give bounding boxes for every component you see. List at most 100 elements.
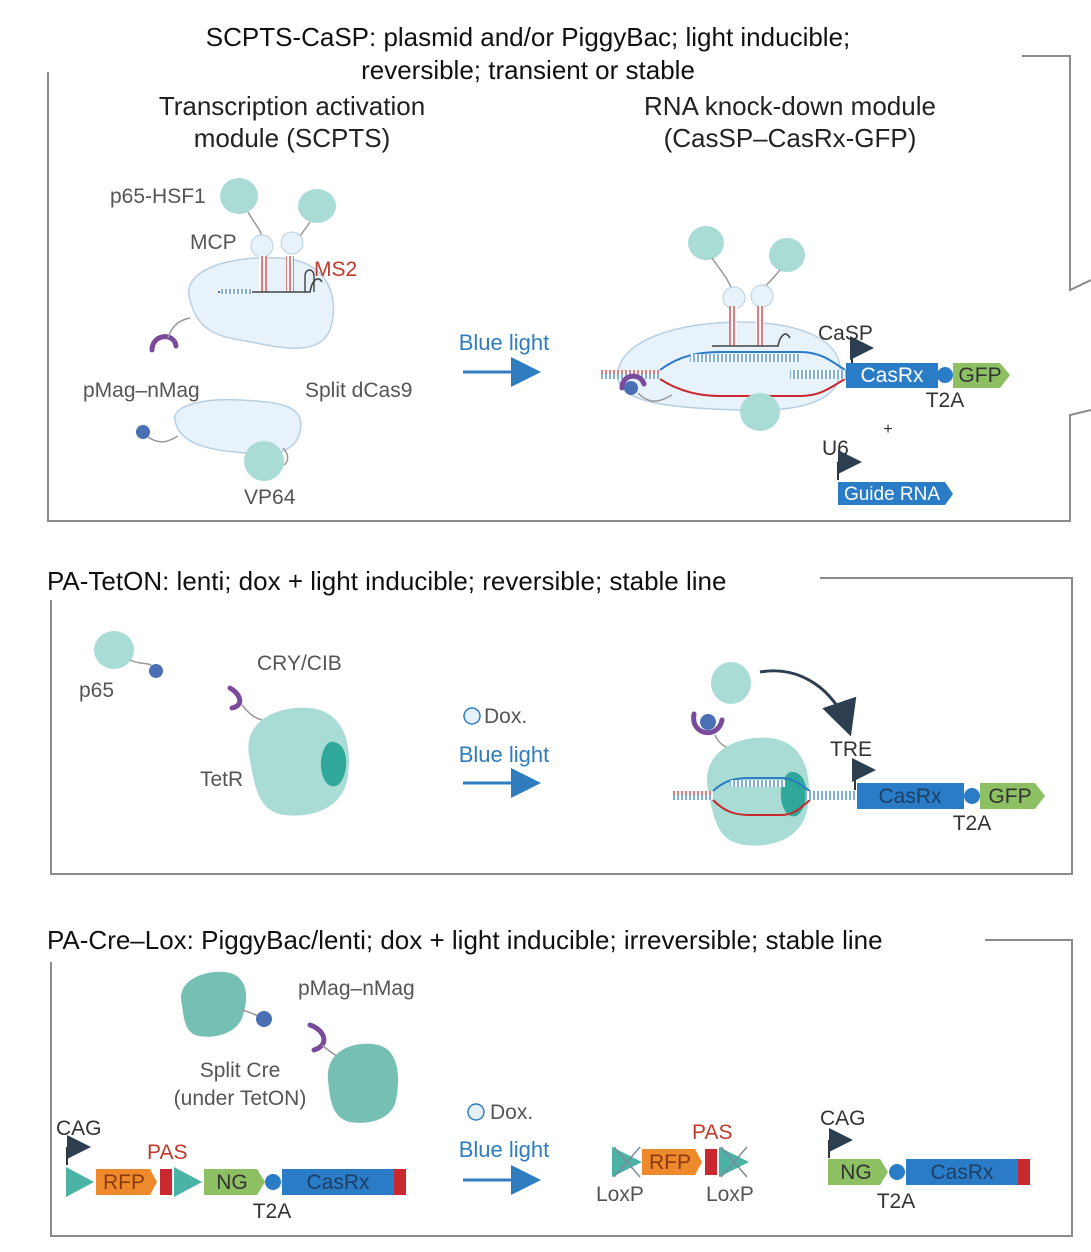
tetr-dna-binding-site bbox=[320, 741, 347, 787]
scpts-complex-illustration bbox=[136, 178, 336, 481]
ms2-stem-right bbox=[286, 256, 294, 292]
casrx-gene-3: CasRx bbox=[282, 1169, 394, 1195]
panel1-frame-left bbox=[47, 72, 1091, 522]
pas-block-left bbox=[160, 1169, 172, 1195]
pmag-icon-3 bbox=[307, 1022, 327, 1053]
nmag-icon bbox=[136, 425, 150, 439]
casrx-label-1: CasRx bbox=[860, 364, 924, 387]
label-mcp: MCP bbox=[190, 231, 237, 254]
recruitment-arrow bbox=[759, 669, 857, 737]
panel2-frame bbox=[50, 577, 1073, 875]
label-pas-excised: PAS bbox=[692, 1121, 732, 1144]
cry-icon bbox=[227, 685, 243, 711]
ng-label-right: NG bbox=[840, 1161, 872, 1184]
label-dox-2: Dox. bbox=[490, 1101, 533, 1124]
label-pmag-nmag: pMag–nMag bbox=[83, 379, 200, 402]
label-cry-cib: CRY/CIB bbox=[257, 652, 342, 675]
panel-scpts-casp: SCPTS-CaSP: plasmid and/or PiggyBac; lig… bbox=[47, 22, 1091, 522]
panel3-frame bbox=[50, 939, 1073, 1237]
label-blue-light-1: Blue light bbox=[459, 330, 550, 355]
gfp-gene-2: GFP bbox=[980, 783, 1045, 809]
p65-hsf1-blob-left bbox=[220, 178, 258, 214]
p65-blob bbox=[94, 631, 134, 669]
t2a-label-4: T2A bbox=[877, 1190, 916, 1213]
gfp-label-2: GFP bbox=[988, 785, 1031, 808]
dox-icon-1 bbox=[463, 707, 481, 725]
rfp-label-excised: RFP bbox=[649, 1151, 691, 1174]
panel3-title: PA-Cre–Lox: PiggyBac/lenti; dox + light … bbox=[47, 925, 883, 955]
label-tetr: TetR bbox=[200, 768, 243, 791]
casrx-gene-4: CasRx bbox=[906, 1159, 1018, 1185]
guide-rna-gene: Guide RNA bbox=[838, 482, 953, 505]
label-casp: CaSP bbox=[818, 322, 873, 345]
label-loxp-left: LoxP bbox=[596, 1183, 644, 1206]
casrx-label-2: CasRx bbox=[878, 785, 942, 808]
p65-hsf1-blob-right bbox=[298, 189, 336, 223]
casp-bound-complex-illustration bbox=[600, 226, 874, 431]
label-blue-light-2: Blue light bbox=[459, 742, 550, 767]
nmag-dot-3 bbox=[256, 1011, 272, 1027]
panel-pa-cre-lox: PA-Cre–Lox: PiggyBac/lenti; dox + light … bbox=[47, 925, 1073, 1237]
left-module-header-line2: module (SCPTS) bbox=[194, 123, 391, 153]
ng-gene-left: NG bbox=[204, 1169, 265, 1195]
label-p65: p65 bbox=[79, 679, 114, 702]
label-split-cre-line1: Split Cre bbox=[200, 1059, 281, 1082]
panel-pa-teton: PA-TetON: lenti; dox + light inducible; … bbox=[47, 566, 1073, 875]
dna-bubble-top bbox=[659, 351, 846, 371]
label-vp64: VP64 bbox=[244, 486, 296, 509]
split-cre-n-blob bbox=[180, 971, 247, 1037]
excised-cassette-illustration bbox=[612, 1146, 749, 1178]
pas-block-end-right bbox=[1018, 1159, 1030, 1185]
rfp-gene-left: RFP bbox=[96, 1169, 157, 1195]
t2a-label-1: T2A bbox=[926, 389, 965, 412]
right-module-header-line2: (CasSP–CasRx-GFP) bbox=[664, 123, 917, 153]
mcp-blob-left bbox=[250, 234, 274, 258]
casrx-gene-1: CasRx bbox=[846, 363, 938, 388]
pas-block-end-left bbox=[394, 1169, 406, 1195]
label-loxp-right: LoxP bbox=[706, 1183, 754, 1206]
label-split-cre-line2: (under TetON) bbox=[174, 1087, 307, 1110]
label-p65-hsf1: p65-HSF1 bbox=[110, 185, 206, 208]
left-module-header-line1: Transcription activation bbox=[159, 91, 425, 121]
t2a-dot-4 bbox=[889, 1164, 905, 1180]
label-blue-light-3: Blue light bbox=[459, 1137, 550, 1162]
dcas9-n-terminal-shape bbox=[187, 256, 335, 349]
panel2-title: PA-TetON: lenti; dox + light inducible; … bbox=[47, 566, 726, 596]
label-cag-right: CAG bbox=[820, 1107, 866, 1130]
t2a-label-3: T2A bbox=[253, 1200, 292, 1223]
casrx-gene-2: CasRx bbox=[857, 783, 964, 809]
tetr-blob bbox=[248, 707, 350, 816]
label-pas-left: PAS bbox=[147, 1141, 187, 1164]
gfp-label-1: GFP bbox=[958, 364, 1001, 387]
right-module-header-line1: RNA knock-down module bbox=[644, 91, 936, 121]
label-split-dcas9: Split dCas9 bbox=[305, 379, 412, 402]
tre-bound-complex-illustration bbox=[673, 662, 876, 846]
dox-icon-2 bbox=[467, 1103, 485, 1121]
mcp-blob-right bbox=[280, 231, 304, 255]
t2a-dot-3 bbox=[265, 1174, 281, 1190]
cib-dot bbox=[149, 664, 163, 678]
ms2-stem-left bbox=[259, 256, 267, 292]
label-cag-left: CAG bbox=[56, 1117, 102, 1140]
ng-label-left: NG bbox=[216, 1171, 248, 1194]
ng-gene-right: NG bbox=[828, 1159, 888, 1185]
t2a-dot-2 bbox=[964, 788, 980, 804]
casrx-label-4: CasRx bbox=[930, 1161, 994, 1184]
plus-sign: + bbox=[883, 421, 892, 438]
dna-bubble-bottom bbox=[659, 378, 846, 397]
label-tre: TRE bbox=[830, 738, 872, 761]
split-cre-c-blob bbox=[327, 1043, 399, 1123]
panel1-title-line2: reversible; transient or stable bbox=[361, 55, 695, 85]
loxp-triangle-2 bbox=[174, 1167, 202, 1197]
rfp-label-left: RFP bbox=[103, 1171, 145, 1194]
dcas9-c-terminal-shape bbox=[174, 398, 302, 455]
t2a-dot-1 bbox=[937, 367, 953, 383]
label-pmag-nmag-3: pMag–nMag bbox=[298, 977, 415, 1000]
casrx-label-3: CasRx bbox=[306, 1171, 370, 1194]
label-dox-1: Dox. bbox=[484, 705, 527, 728]
panel1-title-line1: SCPTS-CaSP: plasmid and/or PiggyBac; lig… bbox=[206, 22, 851, 52]
vp64-blob bbox=[244, 441, 284, 481]
panel1-frame-right bbox=[1022, 55, 1091, 292]
label-ms2: MS2 bbox=[314, 258, 357, 281]
